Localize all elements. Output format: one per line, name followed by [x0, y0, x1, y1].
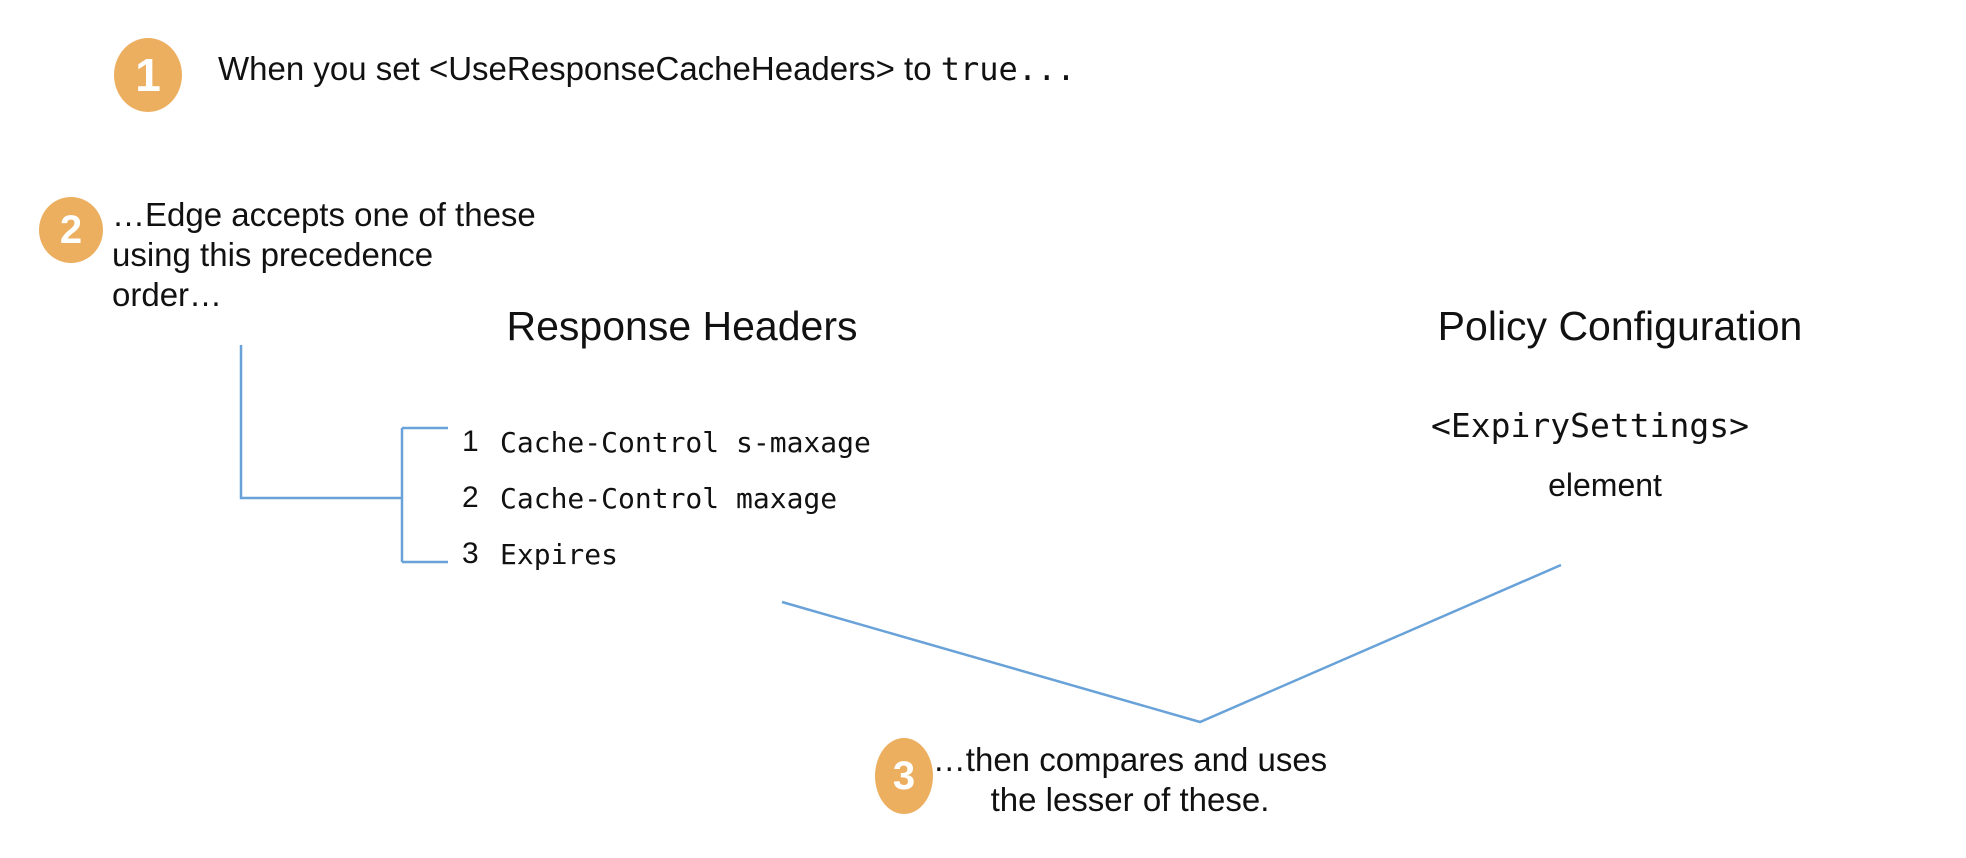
- precedence-feed-line: [239, 345, 402, 500]
- step-3-line: the lesser of these.: [990, 781, 1270, 818]
- step-3-badge: 3: [875, 738, 933, 814]
- step-1-badge: 1: [114, 38, 182, 112]
- list-item: 2 Cache-Control maxage: [462, 470, 871, 526]
- expiry-settings-code: <ExpirySettings>: [1431, 406, 1749, 445]
- policy-configuration-title: Policy Configuration: [1437, 303, 1803, 349]
- step-1-text: When you set <UseResponseCacheHeaders> t…: [218, 50, 1076, 88]
- step-1-code-true: true...: [940, 50, 1076, 88]
- step-2-line: order…: [112, 276, 223, 313]
- step-1-number: 1: [135, 49, 161, 101]
- list-item-value: Cache-Control s-maxage: [500, 425, 871, 459]
- step-3-text: …then compares and uses the lesser of th…: [925, 740, 1335, 820]
- step-3-number: 3: [892, 754, 916, 798]
- list-item-rank: 1: [462, 425, 479, 458]
- step-2-text: …Edge accepts one of these using this pr…: [112, 195, 536, 315]
- expiry-settings-label: element: [1548, 467, 1662, 503]
- list-item-rank: 2: [462, 481, 479, 514]
- step-2-line: using this precedence: [112, 236, 434, 273]
- list-item: 1 Cache-Control s-maxage: [462, 414, 871, 470]
- header-precedence-list: 1 Cache-Control s-maxage 2 Cache-Control…: [462, 414, 871, 582]
- step-2-line: …Edge accepts one of these: [112, 196, 536, 233]
- step-2-number: 2: [59, 208, 83, 252]
- compare-v-line: [781, 563, 1562, 724]
- step-1-text-prefix: When you set <UseResponseCacheHeaders> t…: [218, 50, 941, 87]
- response-headers-title: Response Headers: [506, 303, 858, 349]
- list-item-rank: 3: [462, 537, 479, 570]
- list-item: 3 Expires: [462, 526, 871, 582]
- step-2-badge: 2: [39, 197, 103, 263]
- step-3-line: …then compares and uses: [932, 741, 1328, 778]
- list-item-value: Cache-Control maxage: [500, 481, 838, 515]
- list-item-value: Expires: [500, 537, 619, 571]
